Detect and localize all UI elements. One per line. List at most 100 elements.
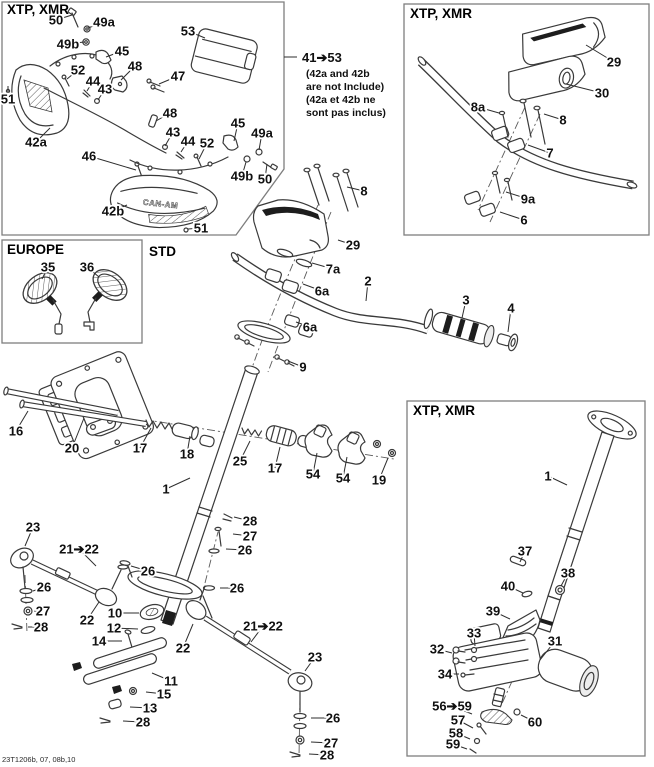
part-callout: 53	[181, 24, 195, 39]
part-callout: 43	[166, 125, 180, 140]
callout-leader	[241, 161, 247, 177]
callout-leader	[492, 610, 511, 620]
support-bracket-1	[304, 424, 333, 458]
callout-leader	[274, 446, 281, 469]
part-callout: 20	[65, 441, 79, 456]
callout-leader	[88, 155, 137, 171]
part-callout: 17	[133, 441, 147, 456]
callout-leader	[547, 475, 568, 486]
part-callout: 42a	[25, 135, 47, 150]
part-callout: 42b	[102, 204, 124, 219]
part-callout: 22	[176, 641, 190, 656]
callout-leader	[130, 565, 149, 572]
part-callout: 59	[446, 737, 460, 752]
part-callout: 30	[595, 86, 609, 101]
callout-leader	[55, 14, 73, 21]
callout-leader	[519, 550, 526, 563]
callout-leader	[311, 262, 334, 270]
callout-leader	[78, 548, 97, 567]
callout-leader	[436, 648, 453, 654]
part-callout: 7a	[326, 262, 341, 277]
callout-leader	[520, 714, 536, 723]
section-border	[406, 400, 646, 757]
section-border	[1, 1, 285, 236]
mirror-right	[83, 269, 128, 331]
part-callout: 47	[171, 69, 185, 84]
callout-leader	[295, 321, 311, 328]
part-callout: 50	[49, 13, 63, 28]
part-callout: 28	[136, 715, 150, 730]
part-callout: 44	[181, 134, 196, 149]
part-callout: 56➔59	[432, 699, 472, 714]
section-top-right-xtp-xmr: XTP, XMR	[403, 3, 650, 236]
note-title: 41➔53	[302, 50, 342, 65]
note-line: (42a et 42b ne	[306, 94, 376, 106]
lower-mount-assembly	[72, 603, 167, 724]
section-label: EUROPE	[7, 242, 64, 257]
callout-leader	[539, 640, 556, 661]
callout-leader	[15, 410, 29, 432]
callout-leader	[86, 80, 94, 92]
part-callout: 51	[1, 92, 15, 107]
part-callout: 52	[71, 63, 85, 78]
callout-leader	[198, 142, 208, 160]
part-callout: 40	[501, 579, 515, 594]
frame-bracket	[38, 351, 154, 460]
support-bracket-2	[337, 431, 366, 465]
tie-rod-left	[10, 547, 129, 630]
callout-leader	[452, 743, 468, 750]
callout-leader	[86, 601, 100, 621]
callout-leader	[585, 44, 615, 63]
callout-leader	[451, 705, 473, 715]
part-callout: 29	[346, 238, 360, 253]
part-callout: 27	[243, 529, 257, 544]
callout-leader	[560, 572, 569, 587]
part-callout: 10	[108, 606, 122, 621]
part-callout: 1	[544, 469, 551, 484]
bracket-nuts	[372, 439, 397, 458]
part-callout: 1	[162, 482, 169, 497]
column-hardware	[509, 555, 566, 598]
handlebar-bolts-std	[303, 163, 359, 212]
callout-leader	[233, 122, 239, 142]
callout-leader	[304, 656, 316, 672]
callout-leader	[129, 706, 151, 709]
part-callout: 49b	[57, 37, 79, 52]
callout-leader	[457, 719, 474, 729]
stud-axis	[204, 531, 219, 584]
note-line: (42a and 42b	[306, 68, 370, 80]
part-callout: 38	[561, 566, 575, 581]
section-top-left-xtp-xmr: XTP, XMR	[1, 1, 285, 236]
grip	[423, 308, 495, 348]
callout-leader	[24, 526, 34, 547]
part-callout: 3	[462, 293, 469, 308]
part-callout: 46	[82, 149, 96, 164]
callout-leader	[543, 113, 564, 121]
guard-hardware-upper	[61, 7, 165, 128]
part-callout: 8	[360, 184, 367, 199]
callout-leader	[378, 457, 389, 481]
guard-hardware-lower	[5, 88, 278, 233]
figure-code: 23T1206b, 07, 08b,10	[2, 755, 75, 764]
part-callout: 35	[41, 260, 55, 275]
callout-leader	[250, 625, 264, 643]
riser-bolts-xtp	[491, 98, 546, 201]
part-callout: 48	[163, 106, 177, 121]
guard-bracket-lower2	[129, 156, 229, 175]
section-label: XTP, XMR	[410, 6, 472, 21]
part-callout: 21➔22	[59, 542, 99, 557]
part-callout: 26	[141, 564, 155, 579]
part-callout: 6	[520, 213, 527, 228]
callout-leader	[505, 191, 529, 200]
callout-leader	[97, 88, 106, 101]
callout-leader	[287, 360, 304, 368]
bolt-axis	[489, 113, 541, 223]
part-callout: 16	[9, 424, 23, 439]
section-std-main: STD	[3, 163, 519, 758]
callout-leader	[71, 417, 85, 449]
callout-leader	[41, 266, 49, 280]
part-callout: 8	[559, 113, 566, 128]
hand-guard-left	[11, 63, 70, 136]
